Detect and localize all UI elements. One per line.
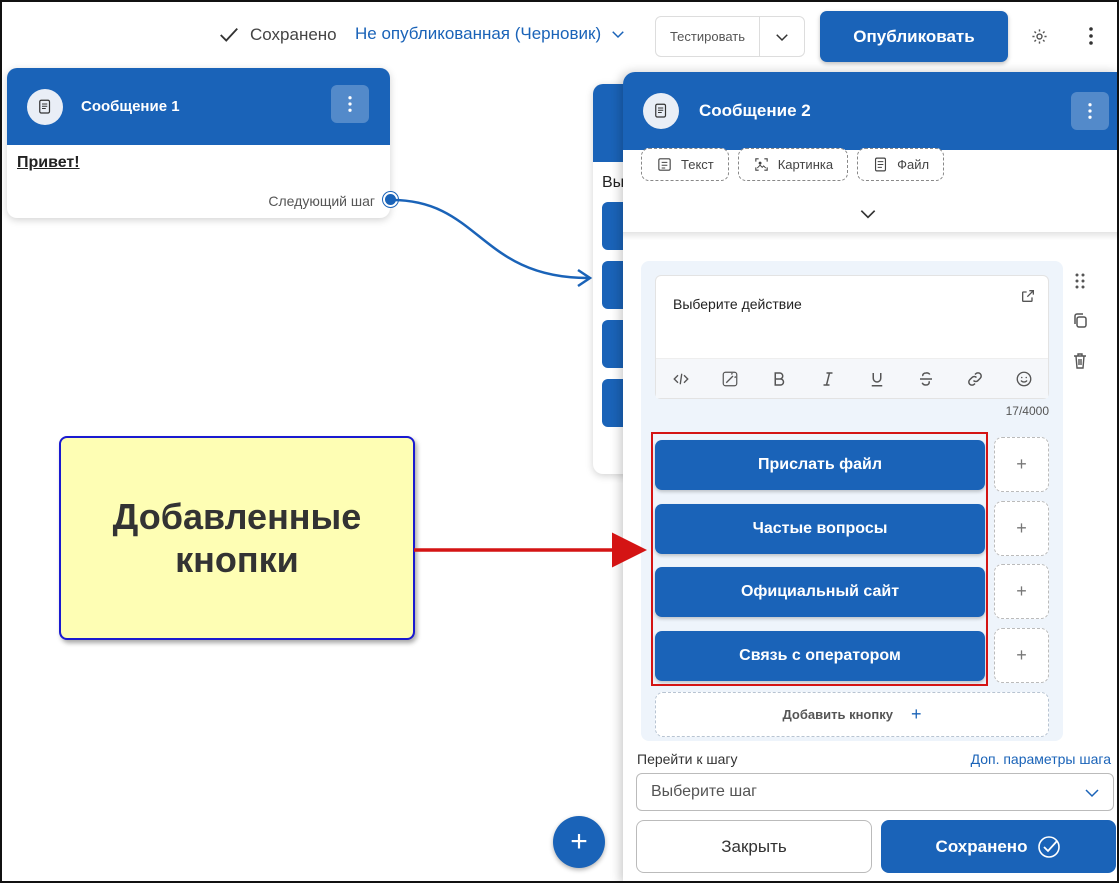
chip-image[interactable]: Картинка bbox=[737, 148, 849, 181]
add-nested-button[interactable]: + bbox=[994, 564, 1049, 619]
italic-icon[interactable] bbox=[818, 369, 838, 389]
more-menu-icon[interactable] bbox=[1082, 26, 1100, 46]
publish-state-label: Не опубликованная (Черновик) bbox=[355, 24, 602, 43]
panel-header: Сообщение 2 bbox=[623, 72, 1119, 150]
reply-button[interactable]: Частые вопросы bbox=[655, 504, 985, 554]
external-link-icon[interactable] bbox=[1020, 288, 1036, 304]
kebab-icon bbox=[1088, 103, 1092, 119]
add-nested-button[interactable]: + bbox=[994, 437, 1049, 492]
button-row: Связь с оператором + bbox=[655, 628, 1049, 683]
copy-icon[interactable] bbox=[1072, 312, 1088, 330]
link-icon[interactable] bbox=[965, 369, 985, 389]
editor-content[interactable]: Выберите действие bbox=[673, 296, 802, 312]
button-row: Прислать файл + bbox=[655, 437, 1049, 492]
chip-text[interactable]: Текст bbox=[641, 148, 729, 181]
add-nested-button[interactable]: + bbox=[994, 628, 1049, 683]
panel-title: Сообщение 2 bbox=[699, 101, 811, 120]
annotation-line-2: кнопки bbox=[175, 539, 299, 580]
goto-step-label: Перейти к шагу bbox=[637, 751, 738, 767]
test-button[interactable]: Тестировать bbox=[656, 17, 760, 56]
close-button[interactable]: Закрыть bbox=[636, 820, 872, 873]
panel-menu-button[interactable] bbox=[1071, 92, 1109, 130]
chevron-down-icon bbox=[1085, 789, 1099, 798]
message-icon bbox=[643, 93, 679, 129]
message-card-1[interactable]: Сообщение 1 Привет! Следующий шаг bbox=[7, 68, 390, 218]
saved-button[interactable]: Сохранено bbox=[881, 820, 1116, 873]
message-block: Выберите действие 17/4000 Прислать файл … bbox=[641, 261, 1063, 741]
step-select-placeholder: Выберите шаг bbox=[651, 783, 757, 800]
gear-icon[interactable] bbox=[1031, 28, 1048, 45]
message-editor[interactable]: Выберите действие bbox=[655, 275, 1049, 399]
collapse-chevron-icon[interactable] bbox=[858, 206, 878, 222]
test-options-button[interactable] bbox=[760, 17, 804, 56]
card-title: Сообщение 1 bbox=[81, 98, 180, 115]
message-text: Вы bbox=[602, 174, 625, 191]
divider bbox=[623, 232, 1119, 240]
trash-icon[interactable] bbox=[1072, 352, 1088, 370]
add-step-fab[interactable]: + bbox=[553, 816, 605, 868]
add-nested-button[interactable]: + bbox=[994, 501, 1049, 556]
connector-handle[interactable] bbox=[383, 192, 398, 207]
publish-button[interactable]: Опубликовать bbox=[820, 11, 1008, 62]
reply-button[interactable]: Связь с оператором bbox=[655, 631, 985, 681]
annotation-callout: Добавленные кнопки bbox=[59, 436, 415, 640]
file-icon bbox=[875, 157, 887, 172]
publish-state-dropdown[interactable]: Не опубликованная (Черновик) bbox=[355, 24, 627, 44]
magic-wand-icon[interactable] bbox=[720, 369, 740, 389]
annotation-line-1: Добавленные bbox=[112, 495, 362, 537]
block-actions bbox=[1072, 272, 1088, 370]
chip-label: Файл bbox=[897, 157, 930, 172]
message-editor-panel: Сообщение 2 Текст Картинка Файл Выберите… bbox=[623, 72, 1119, 883]
step-select[interactable]: Выберите шаг bbox=[636, 773, 1114, 811]
char-counter: 17/4000 bbox=[1005, 404, 1049, 418]
bold-icon[interactable] bbox=[769, 369, 789, 389]
button-row: Официальный сайт + bbox=[655, 564, 1049, 619]
chevron-down-icon bbox=[776, 33, 788, 41]
save-status: Сохранено bbox=[218, 24, 337, 46]
chip-file[interactable]: Файл bbox=[857, 148, 945, 181]
kebab-icon bbox=[348, 96, 352, 112]
check-icon bbox=[220, 27, 238, 42]
card-menu-button[interactable] bbox=[331, 85, 369, 123]
add-button-button[interactable]: Добавить кнопку + bbox=[655, 692, 1049, 737]
content-type-chips: Текст Картинка Файл bbox=[641, 148, 945, 181]
test-split-button: Тестировать bbox=[655, 16, 805, 57]
save-status-label: Сохранено bbox=[250, 25, 337, 44]
drag-handle-icon[interactable] bbox=[1072, 272, 1088, 290]
emoji-icon[interactable] bbox=[1014, 369, 1034, 389]
underline-icon[interactable] bbox=[867, 369, 887, 389]
reply-button[interactable]: Официальный сайт bbox=[655, 567, 985, 617]
code-icon[interactable] bbox=[671, 369, 691, 389]
formatting-toolbar bbox=[656, 358, 1048, 398]
message-text: Привет! bbox=[17, 154, 80, 171]
chevron-down-icon bbox=[612, 31, 624, 39]
button-row: Частые вопросы + bbox=[655, 501, 1049, 556]
card-header: Сообщение 1 bbox=[7, 68, 390, 145]
extra-params-link[interactable]: Доп. параметры шага bbox=[970, 751, 1111, 767]
message-icon bbox=[27, 88, 63, 125]
text-icon bbox=[658, 158, 671, 171]
image-icon bbox=[755, 158, 768, 171]
next-step-label: Следующий шаг bbox=[268, 193, 375, 209]
reply-button[interactable]: Прислать файл bbox=[655, 440, 985, 490]
strikethrough-icon[interactable] bbox=[916, 369, 936, 389]
check-circle-icon bbox=[1038, 835, 1061, 858]
chip-label: Картинка bbox=[777, 157, 834, 172]
saved-button-label: Сохранено bbox=[935, 836, 1028, 856]
add-button-label: Добавить кнопку bbox=[782, 707, 893, 722]
plus-icon: + bbox=[910, 704, 922, 724]
chip-label: Текст bbox=[681, 157, 714, 172]
